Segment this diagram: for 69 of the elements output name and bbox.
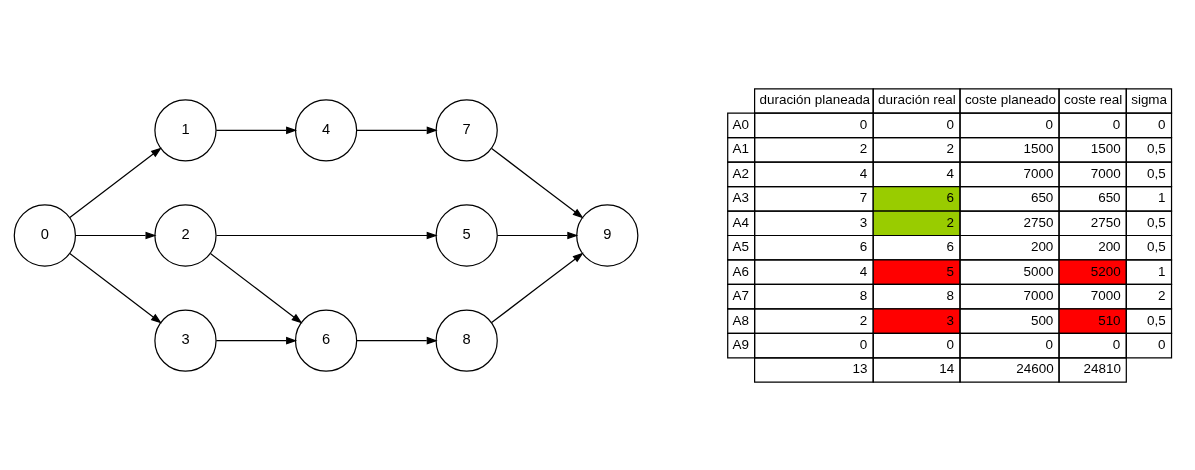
- label: coste planeado: [964, 91, 1057, 107]
- label: 4: [859, 165, 868, 181]
- label: 2: [1158, 287, 1166, 303]
- label: 0: [859, 336, 868, 352]
- label: A9: [732, 336, 750, 352]
- label: duración planeada: [759, 91, 871, 107]
- label: 2: [946, 214, 955, 230]
- label: 0: [1158, 336, 1166, 352]
- label: A3: [732, 189, 750, 205]
- label: 0: [1045, 336, 1054, 352]
- label: 0,5: [1147, 214, 1166, 230]
- label: 13: [852, 360, 868, 376]
- label: A1: [732, 140, 750, 156]
- label: 2: [946, 140, 955, 156]
- label: 2: [859, 312, 868, 328]
- label: 1500: [1023, 140, 1054, 156]
- label: 510: [1098, 312, 1121, 328]
- label: 5: [946, 263, 955, 279]
- label: A2: [732, 165, 750, 181]
- label: 650: [1030, 189, 1054, 205]
- label: 7000: [1023, 287, 1054, 303]
- label: A6: [732, 263, 750, 279]
- label: 0: [1112, 116, 1121, 132]
- label: 24600: [1016, 360, 1054, 376]
- label: 0,5: [1147, 312, 1166, 328]
- label: A0: [732, 116, 750, 132]
- label: 3: [859, 214, 868, 230]
- label: 4: [946, 165, 955, 181]
- label: duración real: [878, 91, 956, 107]
- label: 200: [1098, 238, 1121, 254]
- label: 7000: [1090, 165, 1121, 181]
- label: 6: [859, 238, 868, 254]
- label: 0: [1158, 116, 1166, 132]
- label: 8: [946, 287, 955, 303]
- label: 200: [1030, 238, 1054, 254]
- label: 6: [946, 189, 955, 205]
- label: 0: [859, 116, 868, 132]
- label: 8: [859, 287, 868, 303]
- label: A7: [732, 287, 750, 303]
- label: 6: [946, 238, 955, 254]
- label: A4: [732, 214, 750, 230]
- label: 4: [859, 263, 868, 279]
- label: 7000: [1023, 165, 1054, 181]
- label: 1: [1158, 189, 1166, 205]
- label: 0: [1112, 336, 1121, 352]
- label: 2750: [1090, 214, 1121, 230]
- label: 0: [946, 116, 955, 132]
- label: A8: [732, 312, 750, 328]
- label: 500: [1030, 312, 1054, 328]
- label: 1500: [1090, 140, 1121, 156]
- label: 650: [1098, 189, 1121, 205]
- label: 5000: [1023, 263, 1054, 279]
- label: 3: [946, 312, 955, 328]
- label: 14: [939, 360, 955, 376]
- label: 5200: [1090, 263, 1121, 279]
- label: 2: [859, 140, 868, 156]
- label: 0,5: [1147, 238, 1166, 254]
- label: 0,5: [1147, 165, 1166, 181]
- label: 2750: [1023, 214, 1054, 230]
- label: sigma: [1131, 91, 1168, 107]
- label: 7000: [1090, 287, 1121, 303]
- label: A5: [732, 238, 750, 254]
- label: 0: [1045, 116, 1054, 132]
- label: 24810: [1083, 360, 1121, 376]
- label: coste real: [1063, 91, 1123, 107]
- label: 7: [859, 189, 868, 205]
- label: 1: [1158, 263, 1166, 279]
- label: 0: [946, 336, 955, 352]
- label: 0,5: [1147, 140, 1166, 156]
